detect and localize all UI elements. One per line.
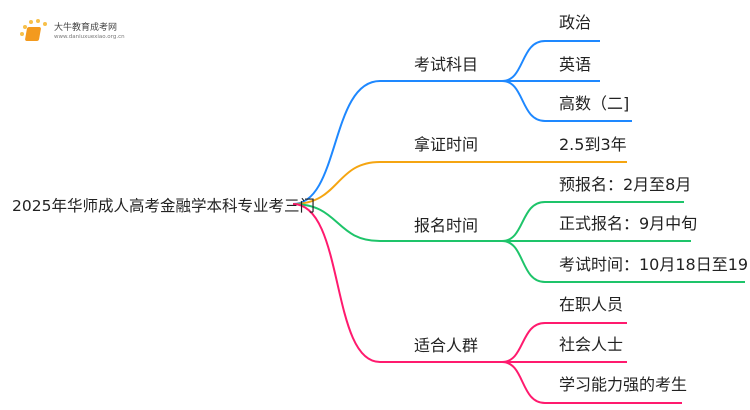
leaf-english: 英语 [559, 55, 592, 74]
branch-line-registration [292, 203, 502, 242]
leaf-pre-registration: 预报名：2月至8月 [559, 175, 692, 194]
leaf-line [501, 361, 682, 404]
leaf-public: 社会人士 [559, 335, 624, 354]
leaf-learners: 学习能力强的考生 [559, 375, 688, 394]
branch-certificate: 拿证时间 [414, 135, 479, 154]
leaf-duration: 2.5到3年 [559, 135, 627, 154]
branch-subjects: 考试科目 [414, 55, 479, 74]
logo-title: 大牛教育成考网 [54, 23, 118, 33]
leaf-exam-date: 考试时间：10月18日至19日 [559, 255, 750, 274]
leaf-formal-registration: 正式报名：9月中旬 [559, 214, 698, 233]
logo: 大牛教育成考网 www.daniuxuexiao.org.cn [18, 18, 138, 48]
leaf-politics: 政治 [559, 13, 592, 32]
leaf-line [501, 80, 632, 122]
logo-url: www.daniuxuexiao.org.cn [54, 34, 125, 40]
leaf-employed: 在职人员 [559, 295, 624, 314]
branch-registration: 报名时间 [414, 216, 479, 235]
branch-line-subjects [292, 80, 502, 205]
leaf-line [501, 201, 684, 242]
leaf-line [501, 322, 627, 363]
branch-line-audience [292, 203, 502, 363]
branch-line-certificate [292, 161, 627, 205]
leaf-math: 高数（二] [559, 94, 630, 113]
leaf-line [501, 240, 745, 283]
root-node: 2025年华师成人高考金融学本科专业考三门 [12, 197, 315, 215]
leaf-line [501, 40, 600, 82]
branch-audience: 适合人群 [414, 336, 479, 355]
